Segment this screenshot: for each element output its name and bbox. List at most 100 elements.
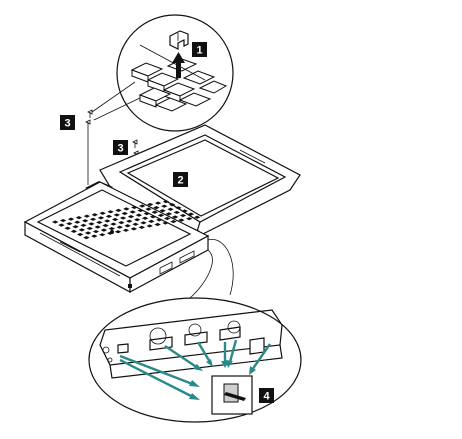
detail-leader [207,239,234,296]
key-cap [131,205,138,210]
key-cap [74,220,81,224]
key-cap [134,218,141,222]
callout-step-4: 4 [259,388,274,403]
key-cap [113,213,121,217]
laptop [23,124,301,294]
key-cap [175,206,182,210]
key-cap [76,232,84,237]
removal-arrows [119,339,271,400]
key-cap [123,207,130,211]
rear-detail-ellipse [88,297,302,423]
key-cap [148,219,155,223]
key-cap [122,228,130,232]
key-cap [153,206,160,210]
top-detail-circle [91,14,234,132]
key-cap [67,217,75,221]
key-cap [171,215,179,219]
keyboard [36,189,201,267]
key-cap [83,236,90,240]
key-cap [193,215,201,219]
key-cap [170,219,177,224]
key-cap [146,224,153,228]
key-cap [162,200,170,204]
key-cap [173,210,180,215]
key-cap [72,225,79,229]
callout-step-3-left: 3 [60,115,75,130]
key-cap [146,202,154,207]
key-cap [80,223,87,227]
key-grid [130,58,228,112]
key-cap [52,220,59,224]
key-cap [130,227,138,231]
key-cap [66,222,73,226]
key-cap [139,204,146,208]
key-cap [75,216,83,220]
key-cap [167,207,174,211]
key-cap [186,217,193,221]
key-cap [163,216,171,221]
lift-arrow [172,52,185,78]
key-cap [83,214,91,218]
key-cap [58,223,65,227]
key-cap [86,226,93,231]
key-cap [140,221,147,225]
key-cap [107,210,114,214]
key-cap [151,210,158,214]
key-cap [99,211,106,215]
key-cap [187,212,195,216]
callout-step-1: 1 [192,42,207,57]
key-cap [59,218,67,223]
key-cap [104,219,111,223]
callout-step-3-center-label: 3 [117,143,123,155]
key-cap [141,216,149,220]
key-cap [99,233,106,237]
key-cap [84,231,92,235]
callout-step-1-label: 1 [196,45,202,57]
key-cap [119,216,127,220]
key-cap [169,203,176,207]
callout-step-4-label: 4 [263,391,270,403]
screw-icon [85,119,91,185]
key-cap [114,230,122,234]
screw-icon [87,109,93,118]
key-cap [145,207,152,211]
key-cap [70,229,78,233]
key-cap [111,217,119,222]
port-door-detail [211,375,253,415]
key-cap [100,228,108,232]
key-cap [89,217,97,221]
key-cap [137,208,144,213]
key-cap [181,209,188,213]
key-cap [157,213,165,217]
key-cap [92,229,100,234]
key-cap [129,210,136,214]
key-cap [143,212,150,216]
screw-icon [132,139,138,148]
key-cap [127,214,135,219]
key-cap [149,215,157,219]
key-cap [105,214,113,218]
latch-clip [169,30,189,50]
key-cap [178,218,185,222]
key-cap [126,219,133,223]
key-cap [132,222,139,226]
callout-step-3-left-label: 3 [64,118,70,130]
key-cap [159,209,166,213]
key-cap [64,226,71,230]
key-cap [161,204,168,208]
key-cap [138,225,145,230]
key-cap [97,216,105,220]
key-cap [115,208,122,212]
key-cap [91,213,98,217]
key-cap [121,211,128,216]
key-cap [108,227,116,231]
key-cap [88,222,95,226]
key-cap [162,221,169,225]
key-cap [96,220,103,225]
callout-step-2: 2 [173,172,188,187]
key-cap [124,224,131,228]
key-cap [179,213,187,218]
key-cap [135,213,143,217]
key-cap [102,223,109,228]
